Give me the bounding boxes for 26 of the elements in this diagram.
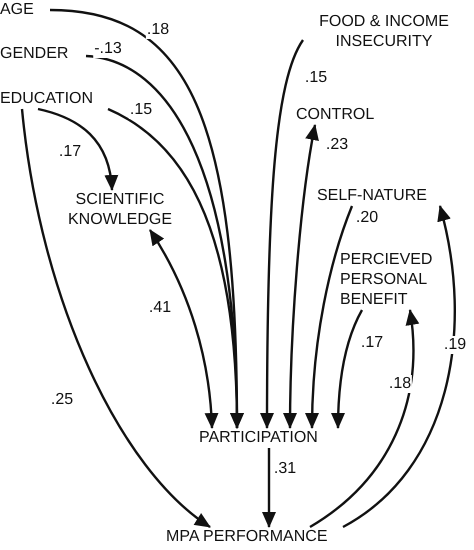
- edge-label: .15: [128, 101, 154, 119]
- arrow: [283, 124, 320, 429]
- variable-label: EDUCATION: [0, 89, 94, 109]
- variable-label: MPA PERFORMANCE: [166, 527, 328, 547]
- variable-label: PERCIEVED PERSONAL BENEFIT: [340, 250, 434, 310]
- variable-label: AGE: [0, 0, 35, 20]
- variable-label: FOOD & INCOME INSECURITY: [318, 12, 450, 52]
- arrow: [148, 229, 218, 429]
- variable-label: PARTICIPATION: [199, 428, 319, 448]
- arrow: [260, 39, 304, 429]
- variable-label: GENDER: [0, 44, 70, 64]
- arrow: [107, 108, 244, 429]
- arrow: [305, 206, 354, 429]
- arrow: [331, 309, 364, 429]
- arrow: [309, 309, 419, 528]
- variable-label: SELF-NATURE: [317, 186, 428, 206]
- variable-label: SCIENTIFIC KNOWLEDGE: [66, 190, 173, 230]
- edge-label: .18: [146, 21, 170, 39]
- arrow: [38, 108, 118, 191]
- edge-label: .19: [442, 336, 468, 354]
- arrow: [262, 448, 276, 528]
- edge-label: .18: [388, 375, 412, 393]
- arrow: [20, 108, 211, 528]
- edge-label: -.13: [93, 40, 123, 58]
- variable-label: CONTROL: [296, 105, 376, 125]
- arrow: [342, 205, 456, 528]
